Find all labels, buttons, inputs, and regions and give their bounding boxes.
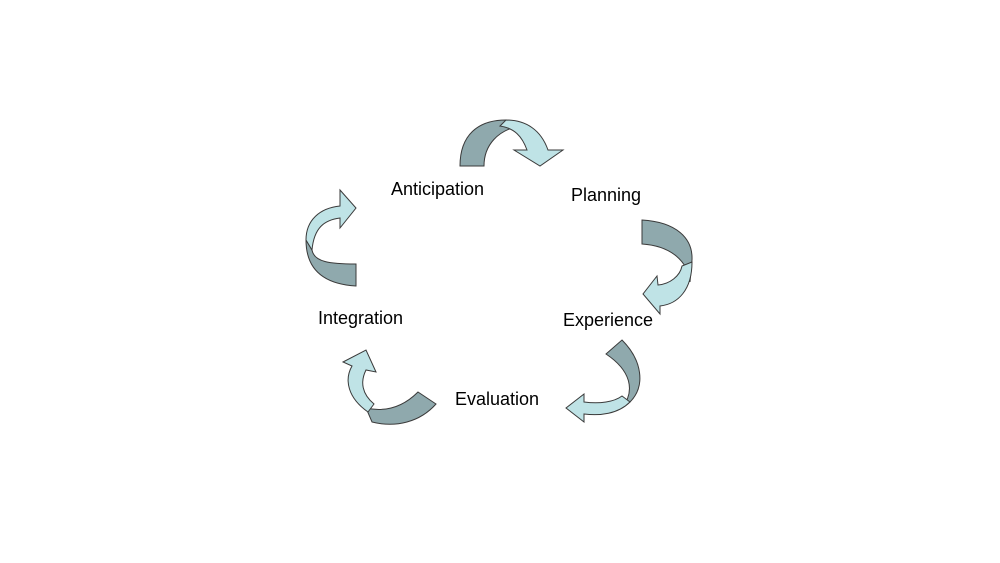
arrow-anticipation-to-planning <box>459 119 565 167</box>
stage-label-integration: Integration <box>318 308 404 328</box>
stage-label-anticipation: Anticipation <box>391 179 485 199</box>
stage-label-planning: Planning <box>571 185 642 205</box>
arrow-planning-to-experience <box>641 219 693 316</box>
arrow-evaluation-to-integration <box>341 349 437 425</box>
arrow-experience-to-evaluation <box>565 339 641 424</box>
arrow-dark-segment <box>365 391 437 425</box>
arrow-light-head <box>642 261 693 316</box>
stage-label-experience: Experience <box>563 310 654 330</box>
arrow-light-head <box>341 349 377 413</box>
arrow-dark-segment <box>305 238 357 287</box>
arrow-light-head <box>305 188 357 252</box>
stage-label-evaluation: Evaluation <box>455 389 540 409</box>
arrow-dark-segment <box>641 219 693 283</box>
arrow-light-head <box>498 119 565 167</box>
arrow-light-head <box>565 392 631 424</box>
arrow-integration-to-anticipation <box>305 188 357 287</box>
